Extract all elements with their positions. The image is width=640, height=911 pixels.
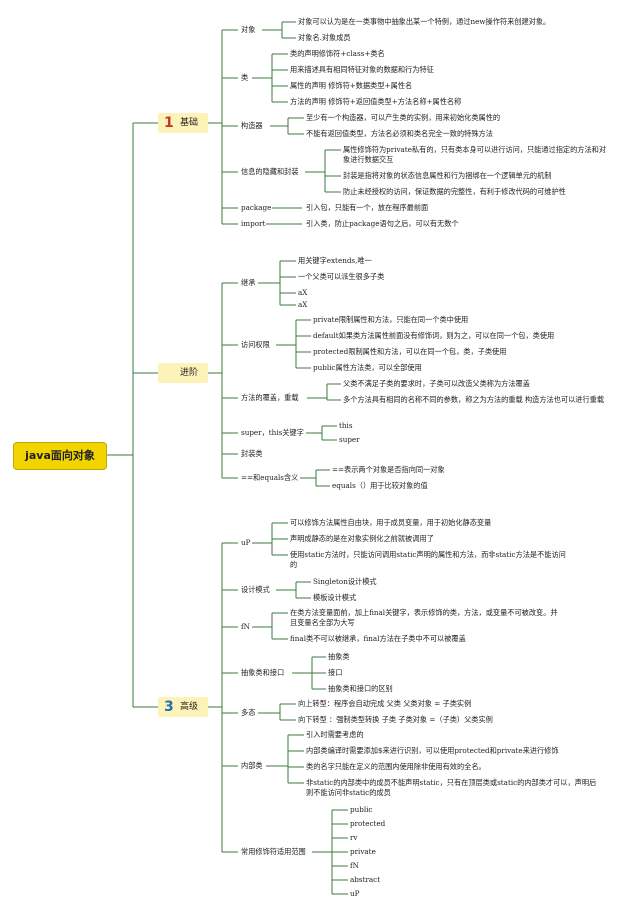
category-number: 3: [164, 699, 174, 715]
leaf-access-4: public属性方法类，可以全部使用: [313, 363, 422, 372]
category-expert[interactable]: 3 高级: [158, 697, 208, 717]
leaf-override-1: 父类不满足子类的要求时，子类可以改造父类称为方法覆盖: [343, 379, 530, 388]
leaf-static-3: 使用static方法时，只能访问调用static声明的属性和方法，而非stati…: [290, 550, 566, 569]
leaf-poly-2: 向下转型 ：强制类型转换 子类 子类对象 =（子类）父类实例: [298, 715, 493, 724]
node-equals[interactable]: ==和equals含义: [241, 473, 299, 482]
node-inheritance[interactable]: 继承: [241, 278, 256, 287]
leaf-final-2: final类不可以被继承，final方法在子类中不可以被覆盖: [290, 634, 466, 643]
root-node[interactable]: java面向对象: [13, 442, 107, 470]
leaf-object-2: 对象名.对象成员: [298, 33, 351, 42]
node-static[interactable]: uP: [241, 538, 251, 547]
leaf-constructor-2: 不能有返回值类型，方法名必须和类名完全一致的特殊方法: [306, 129, 493, 138]
node-package[interactable]: package: [241, 203, 272, 212]
leaf-static-2: 声明成静态的是在对象实例化之前就被调用了: [290, 534, 434, 543]
node-class[interactable]: 类: [241, 73, 249, 82]
node-object[interactable]: 对象: [241, 25, 256, 34]
node-wrapper[interactable]: 封装类: [241, 449, 263, 458]
node-inner-class[interactable]: 内部类: [241, 761, 263, 770]
leaf-encapsulation-1: 属性修饰符为private私有的，只有类本身可以进行访问，只能通过指定的方法和对…: [343, 145, 607, 164]
leaf-modifier-public: public: [350, 805, 373, 814]
leaf-inner-1: 引入时需要考虑的: [306, 730, 364, 739]
leaf-object-1: 对象可以认为是在一类事物中抽象出某一个特例，通过new操作符来创建对象。: [298, 17, 551, 26]
leaf-poly-1: 向上转型：程序会自动完成 父类 父类对象 = 子类实例: [298, 699, 472, 708]
leaf-inheritance-4: aX: [298, 300, 308, 309]
leaf-patterns-2: 模板设计模式: [313, 593, 357, 602]
node-access[interactable]: 访问权限: [241, 340, 270, 349]
leaf-access-3: protected限制属性和方法，可以在同一个包，类，子类使用: [313, 347, 507, 356]
leaf-patterns-1: Singleton设计模式: [313, 577, 377, 586]
category-number: 1: [164, 115, 174, 131]
node-polymorphism[interactable]: 多态: [241, 708, 256, 717]
leaf-modifier-abstract: abstract: [350, 875, 381, 884]
node-modifiers[interactable]: 常用修饰符适用范围: [241, 847, 306, 856]
leaf-inner-2: 内部类编译时需要添加$来进行识别，可以使用protected和private来进…: [306, 746, 559, 755]
node-encapsulation[interactable]: 信息的隐藏和封装: [241, 167, 299, 176]
node-import[interactable]: import: [241, 219, 266, 228]
leaf-inheritance-1: 用关键字extends,唯一: [298, 256, 372, 265]
leaf-modifier-private: private: [350, 847, 376, 856]
leaf-class-1: 类的声明修饰符+class+类名: [290, 49, 385, 58]
leaf-modifier-up: uP: [350, 889, 360, 898]
leaf-constructor-1: 至少有一个构造器，可以产生类的实例，用来初始化类属性的: [306, 113, 501, 122]
leaf-modifier-protected: protected: [350, 819, 386, 828]
leaf-inner-3: 类的名字只能在定义的范围内使用除非使用有效的全名。: [306, 762, 486, 771]
leaf-abstract-1: 抽象类: [328, 652, 350, 661]
leaf-class-2: 用来描述具有相同特征对象的数据和行为特征: [290, 65, 434, 74]
leaf-class-4: 方法的声明 修饰符+返回值类型+方法名称+属性名称: [290, 97, 462, 106]
leaf-inheritance-3: aX: [298, 288, 308, 297]
category-label: 高级: [180, 702, 199, 712]
leaf-inner-4: 非static的内部类中的成员不能声明static，只有在顶层类或static的…: [306, 778, 597, 797]
leaf-package: 引入包，只能有一个，放在程序最前面: [306, 203, 429, 212]
node-patterns[interactable]: 设计模式: [241, 585, 270, 594]
leaf-equals-2: equals（）用于比较对象的值: [332, 481, 428, 490]
leaf-access-1: private限制属性和方法，只能在同一个类中使用: [313, 315, 469, 324]
node-constructor[interactable]: 构造器: [241, 121, 263, 130]
leaf-static-1: 可以修饰方法属性自由块，用于成员变量，用于初始化静态变量: [290, 518, 492, 527]
leaf-modifier-rv: rv: [350, 833, 358, 842]
leaf-final-1: 在类方法变量面前，加上final关键字，表示修饰的类，方法，或变量不可被改变。并…: [290, 608, 558, 627]
node-override[interactable]: 方法的覆盖，重载: [241, 393, 299, 402]
leaf-abstract-3: 抽象类和接口的区别: [328, 684, 393, 693]
leaf-equals-1: ==表示两个对象是否指向同一对象: [332, 465, 445, 474]
leaf-inheritance-2: 一个父类可以派生很多子类: [298, 272, 385, 281]
leaf-import: 引入类，防止package语句之后，可以有无数个: [306, 219, 459, 228]
leaf-this: this: [339, 421, 353, 430]
category-label: 基础: [180, 118, 199, 128]
leaf-override-2: 多个方法具有相同的名称不同的参数，称之为方法的重载 构造方法也可以进行重载: [343, 395, 605, 404]
leaf-class-3: 属性的声明 修饰符+数据类型+属性名: [290, 81, 413, 90]
node-final[interactable]: fN: [241, 622, 250, 631]
leaf-abstract-2: 接口: [328, 668, 343, 677]
leaf-modifier-fn: fN: [350, 861, 359, 870]
category-label: 进阶: [180, 368, 199, 378]
node-super-this[interactable]: super，this关键字: [241, 428, 304, 437]
leaf-encapsulation-2: 封装是指将对象的状态信息属性和行为捆绑在一个逻辑单元的机制: [343, 171, 552, 180]
leaf-super: super: [339, 435, 360, 444]
node-abstract[interactable]: 抽象类和接口: [241, 668, 285, 677]
category-advanced[interactable]: 进阶: [158, 363, 208, 383]
leaf-access-2: default如果类方法属性前面没有修饰词，则为之，可以在同一个包，类使用: [313, 331, 555, 340]
leaf-encapsulation-3: 防止未经授权的访问，保证数据的完整性，有利于修改代码的可维护性: [343, 187, 566, 196]
category-basics[interactable]: 1 基础: [158, 113, 208, 133]
